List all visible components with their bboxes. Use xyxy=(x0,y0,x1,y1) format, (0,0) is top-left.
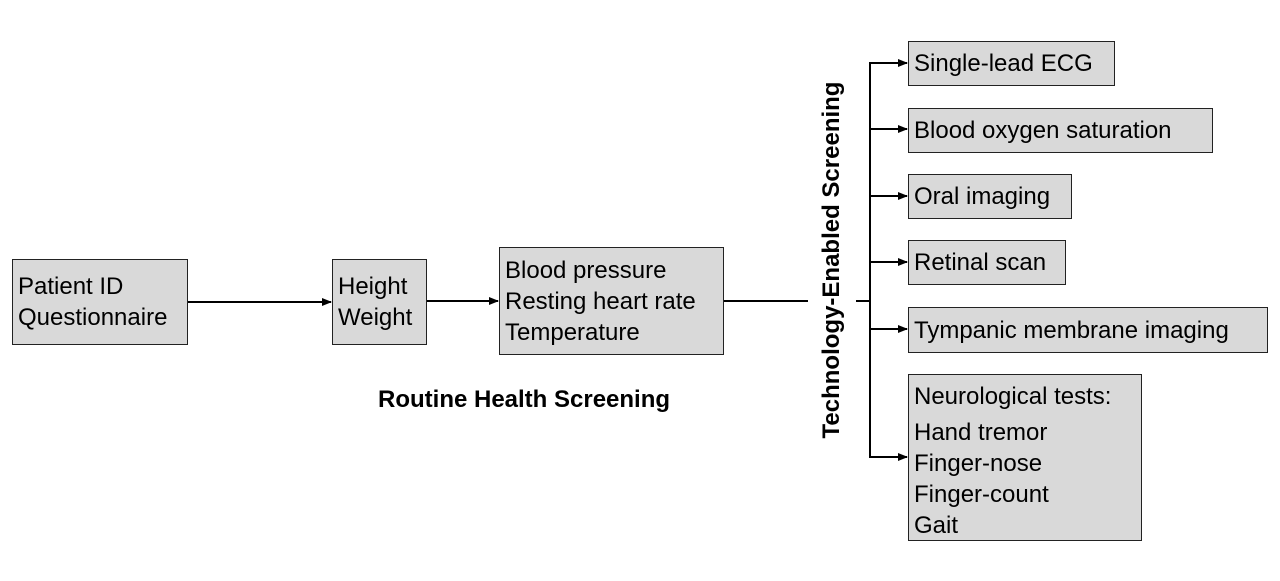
finger-nose-text: Finger-nose xyxy=(914,450,1043,477)
retinal-scan-text: Retinal scan xyxy=(914,249,1047,276)
blood-pressure-text: Blood pressure xyxy=(505,256,667,284)
neurological-tests-box: Neurological tests: Hand tremor Finger-n… xyxy=(908,374,1142,541)
oral-imaging-text: Oral imaging xyxy=(914,183,1051,210)
hand-tremor-text: Hand tremor xyxy=(914,419,1048,446)
finger-count-text: Finger-count xyxy=(914,481,1049,508)
resting-heart-rate-text: Resting heart rate xyxy=(505,287,696,315)
patient-id-text: Patient ID xyxy=(18,273,124,300)
tympanic-imaging-box: Tympanic membrane imaging xyxy=(908,307,1268,353)
weight-text: Weight xyxy=(338,304,413,331)
questionnaire-text: Questionnaire xyxy=(18,304,168,331)
vitals-box: Blood pressure Resting heart rate Temper… xyxy=(499,247,724,355)
technology-screening-label: Technology-Enabled Screening xyxy=(818,81,845,439)
height-text: Height xyxy=(338,273,408,300)
tympanic-imaging-text: Tympanic membrane imaging xyxy=(914,316,1229,344)
gait-text: Gait xyxy=(914,512,959,539)
ecg-box: Single-lead ECG xyxy=(908,41,1115,86)
blood-oxygen-box: Blood oxygen saturation xyxy=(908,108,1213,153)
oral-imaging-box: Oral imaging xyxy=(908,174,1072,219)
patient-id-box: Patient ID Questionnaire xyxy=(12,259,188,345)
retinal-scan-box: Retinal scan xyxy=(908,240,1066,285)
neurological-tests-title: Neurological tests: xyxy=(914,383,1112,410)
routine-screening-label: Routine Health Screening xyxy=(378,386,671,413)
blood-oxygen-text: Blood oxygen saturation xyxy=(914,117,1172,144)
temperature-text: Temperature xyxy=(505,318,640,346)
ecg-text: Single-lead ECG xyxy=(914,50,1093,77)
height-weight-box: Height Weight xyxy=(332,259,427,345)
